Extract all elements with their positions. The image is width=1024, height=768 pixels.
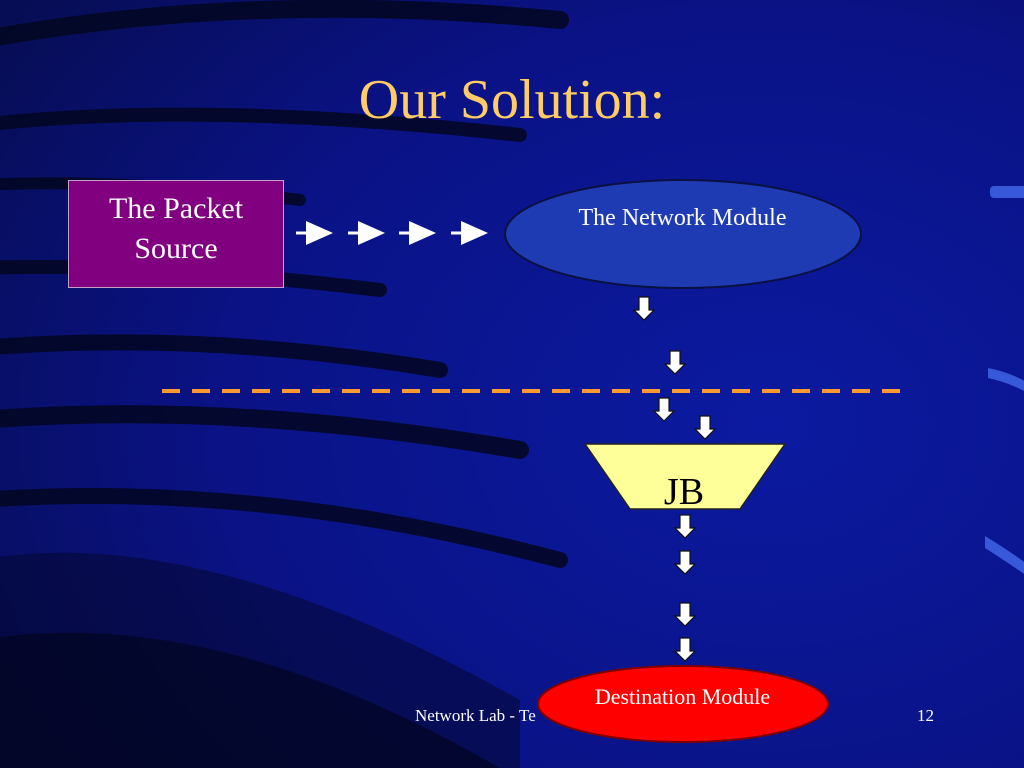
packet-source-label: The Packet Source [108,192,244,265]
destination-module-label: Destination Module [594,684,771,709]
down-arrow [673,514,697,539]
footer-text: Network Lab - Te [415,706,536,725]
network-module-ellipse [504,179,862,289]
down-arrow [663,350,687,375]
down-arrow [673,602,697,627]
down-arrow [693,415,717,440]
jb-label: JB [663,471,705,513]
down-arrow [673,550,697,575]
jb-trapezoid [583,443,787,510]
down-arrow [652,397,676,422]
packet-source-box: The Packet Source [68,180,284,288]
page-number: 12 [917,706,934,725]
network-module-label: The Network Module [578,205,787,231]
down-arrow [632,296,656,321]
slide-title: Our Solution: [358,69,666,131]
destination-module-ellipse [537,665,829,743]
down-arrow [673,637,697,662]
down-arrows [632,296,717,662]
